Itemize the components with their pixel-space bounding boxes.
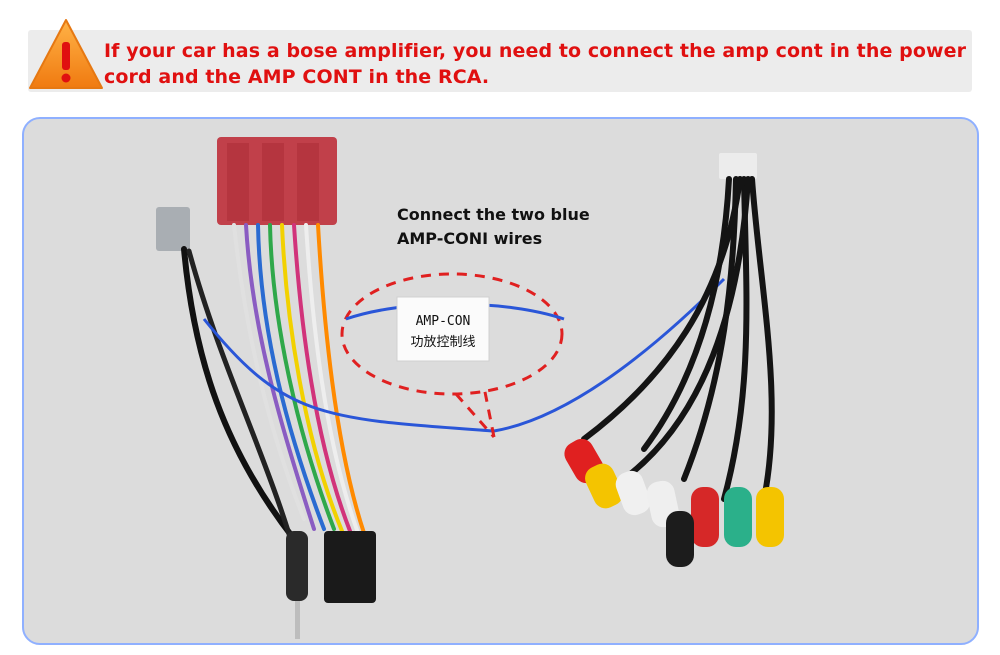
warning-triangle-icon (29, 19, 103, 89)
warning-banner (28, 30, 972, 92)
banner-text: If your car has a bose amplifier, you ne… (104, 40, 967, 88)
rca-plugs (564, 438, 784, 567)
amp-con-label (396, 296, 490, 362)
connection-caption: Connect the two blue AMP-CONI wires (397, 205, 590, 248)
amp-con-label-line1: AMP-CON (416, 314, 471, 329)
power-cord-connector (217, 137, 337, 225)
amp-con-label-line2: 功放控制线 (410, 335, 475, 350)
gray-connector (156, 207, 190, 251)
wiring-harness-photo: AMP-CON 功放控制线 (22, 117, 979, 645)
rca-connector (719, 153, 757, 179)
bottom-connector (324, 531, 376, 603)
